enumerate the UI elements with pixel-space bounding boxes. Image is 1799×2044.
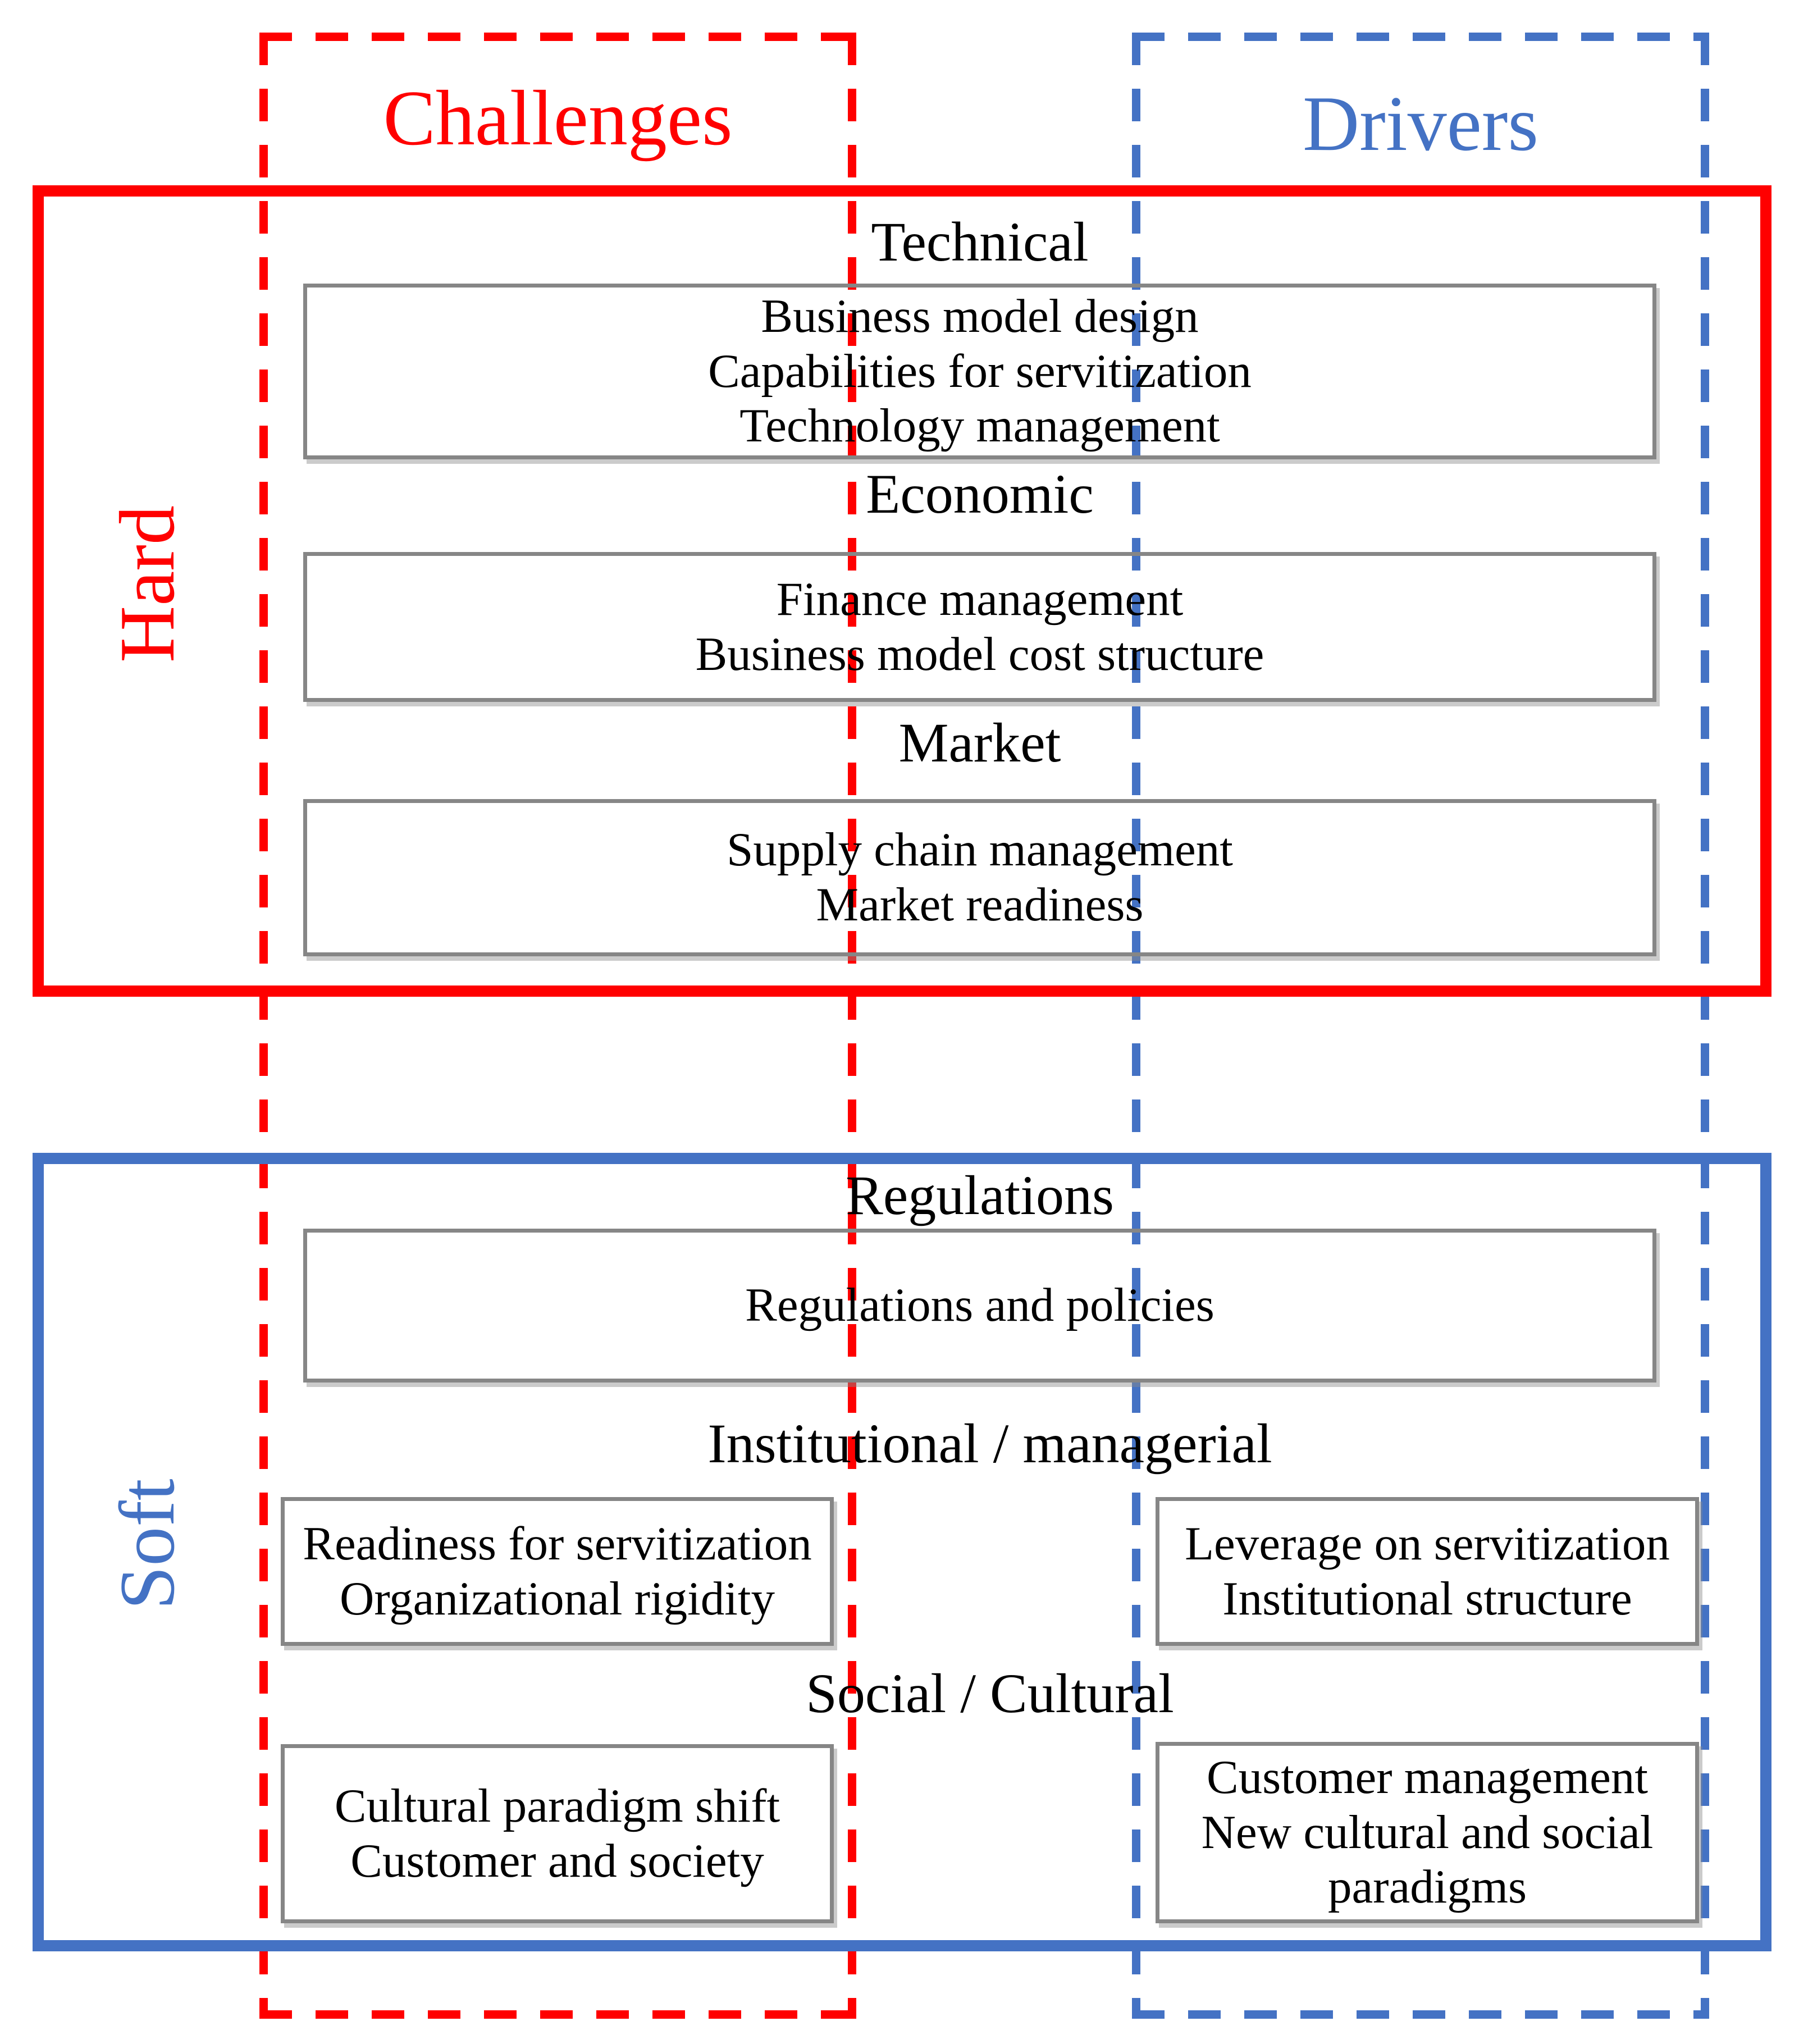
section-heading-economic: Economic (866, 463, 1094, 525)
challenges-column-outline-left (259, 33, 268, 2019)
social-driver-item: Customer management (1206, 1750, 1649, 1804)
institutional-drivers-box: Leverage on servitization Institutional … (1156, 1497, 1699, 1646)
section-heading-technical: Technical (871, 211, 1089, 273)
challenges-column-outline-right (848, 33, 856, 2019)
technical-item: Technology management (739, 399, 1220, 453)
institutional-challenges-box: Readiness for servitization Organization… (281, 1497, 834, 1646)
regulations-items-box: Regulations and policies (303, 1229, 1656, 1383)
market-item: Market readiness (816, 878, 1144, 931)
drivers-column-outline-top (1132, 33, 1709, 41)
market-items-box: Supply chain management Market readiness (303, 799, 1656, 956)
technical-item: Capabilities for servitization (708, 344, 1252, 398)
economic-item: Business model cost structure (695, 627, 1264, 681)
economic-items-box: Finance management Business model cost s… (303, 552, 1656, 702)
drivers-column-label: Drivers (1303, 80, 1538, 167)
regulations-item: Regulations and policies (745, 1279, 1214, 1332)
challenges-column-label: Challenges (383, 75, 733, 162)
hard-group-box (33, 185, 1771, 997)
section-heading-regulations: Regulations (846, 1164, 1114, 1226)
market-item: Supply chain management (727, 823, 1233, 877)
drivers-column-outline-left (1132, 33, 1140, 2019)
institutional-challenge-item: Organizational rigidity (339, 1572, 775, 1625)
institutional-driver-item: Institutional structure (1222, 1572, 1632, 1625)
economic-item: Finance management (776, 572, 1184, 626)
social-driver-item: New cultural and social paradigms (1201, 1805, 1654, 1914)
institutional-challenge-item: Readiness for servitization (303, 1517, 812, 1570)
hard-group-label: Hard (104, 505, 191, 663)
soft-group-box (33, 1153, 1771, 1951)
drivers-column-outline-bottom (1132, 2010, 1709, 2019)
section-heading-institutional-managerial: Institutional / managerial (707, 1412, 1272, 1475)
soft-group-label: Soft (104, 1479, 191, 1610)
social-challenge-item: Cultural paradigm shift (334, 1779, 780, 1832)
social-challenges-box: Cultural paradigm shift Customer and soc… (281, 1744, 834, 1923)
drivers-column-outline-right (1701, 33, 1709, 2019)
technical-item: Business model design (761, 289, 1199, 343)
social-drivers-box: Customer management New cultural and soc… (1156, 1742, 1699, 1923)
section-heading-market: Market (898, 711, 1061, 774)
technical-items-box: Business model design Capabilities for s… (303, 284, 1656, 459)
challenges-column-outline-top (259, 33, 856, 41)
section-heading-social-cultural: Social / Cultural (806, 1662, 1174, 1724)
institutional-driver-item: Leverage on servitization (1185, 1517, 1670, 1570)
challenges-column-outline-bottom (259, 2010, 856, 2019)
social-challenge-item: Customer and society (350, 1834, 764, 1887)
